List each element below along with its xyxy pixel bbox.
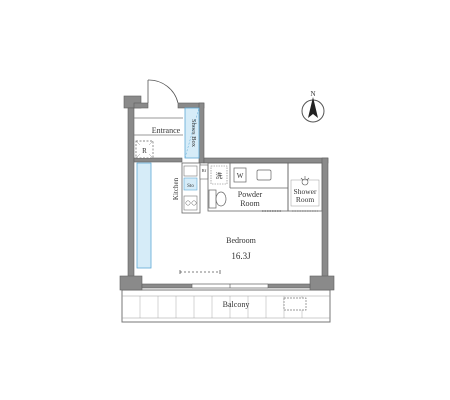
balcony-floor xyxy=(121,289,331,323)
washer-pan-label: 洗 xyxy=(216,171,223,180)
north-label: N xyxy=(310,90,315,98)
kitchen-storage xyxy=(183,177,198,191)
outdoor-unit xyxy=(283,297,307,311)
wall-entrance-right xyxy=(198,102,205,164)
wall-right xyxy=(321,157,329,281)
refrigerator-label: R xyxy=(142,147,147,155)
ceiling-rail xyxy=(179,270,221,274)
entrance-area xyxy=(134,117,183,136)
vanity-basin xyxy=(256,169,272,181)
powder-room-label-1: Powder xyxy=(238,190,263,199)
burner-icon xyxy=(185,200,191,206)
kitchen-sink xyxy=(183,165,198,177)
shower-room: Shower Room xyxy=(287,162,323,212)
powder-room-label-2: Room xyxy=(240,199,260,208)
kitchen-label: Kitchen xyxy=(172,177,180,200)
shower-room-label-2: Room xyxy=(296,195,315,204)
wall-left xyxy=(127,107,135,281)
wall-top-middle xyxy=(203,157,329,164)
bedroom-closet xyxy=(136,162,152,269)
entrance-label: Entrance xyxy=(152,126,181,135)
cooktop xyxy=(183,195,198,211)
kitchen: Sto Kitchen xyxy=(172,162,201,214)
bedroom-window xyxy=(192,283,268,289)
range-label: Rf xyxy=(202,168,207,173)
wall-bottom-left xyxy=(141,283,193,289)
north-compass: N xyxy=(301,90,325,123)
washer-label: W xyxy=(237,172,244,180)
wall-left-bottom xyxy=(119,275,143,291)
shower-room-label-1: Shower xyxy=(294,187,317,196)
entrance-door xyxy=(147,79,179,104)
shoes-box-label: Shoes Box xyxy=(190,119,197,148)
burner-icon xyxy=(191,200,197,206)
washer-pan: 洗 xyxy=(210,165,228,185)
bedroom-area: 16.3J xyxy=(231,251,251,261)
wall-entrance-bottom xyxy=(133,157,183,163)
balcony: Balcony xyxy=(121,289,331,323)
refrigerator: R xyxy=(135,140,154,159)
wall-entrance-top-left xyxy=(133,102,149,109)
wall-bottom-right xyxy=(267,283,311,289)
shoes-box: Shoes Box xyxy=(184,107,200,159)
walls xyxy=(119,95,335,291)
storage-label: Sto xyxy=(187,184,194,189)
bedroom: Bedroom 16.3J xyxy=(179,236,257,274)
wall-right-bottom xyxy=(309,275,335,291)
balcony-rail-posts xyxy=(139,296,303,318)
north-arrow-icon xyxy=(308,97,318,118)
shower-head-icon xyxy=(300,176,310,186)
toilet xyxy=(208,189,227,209)
bedroom-label: Bedroom xyxy=(226,236,257,245)
washer: W xyxy=(233,167,247,183)
balcony-label: Balcony xyxy=(223,300,250,309)
range-unit: Rf xyxy=(199,164,209,180)
